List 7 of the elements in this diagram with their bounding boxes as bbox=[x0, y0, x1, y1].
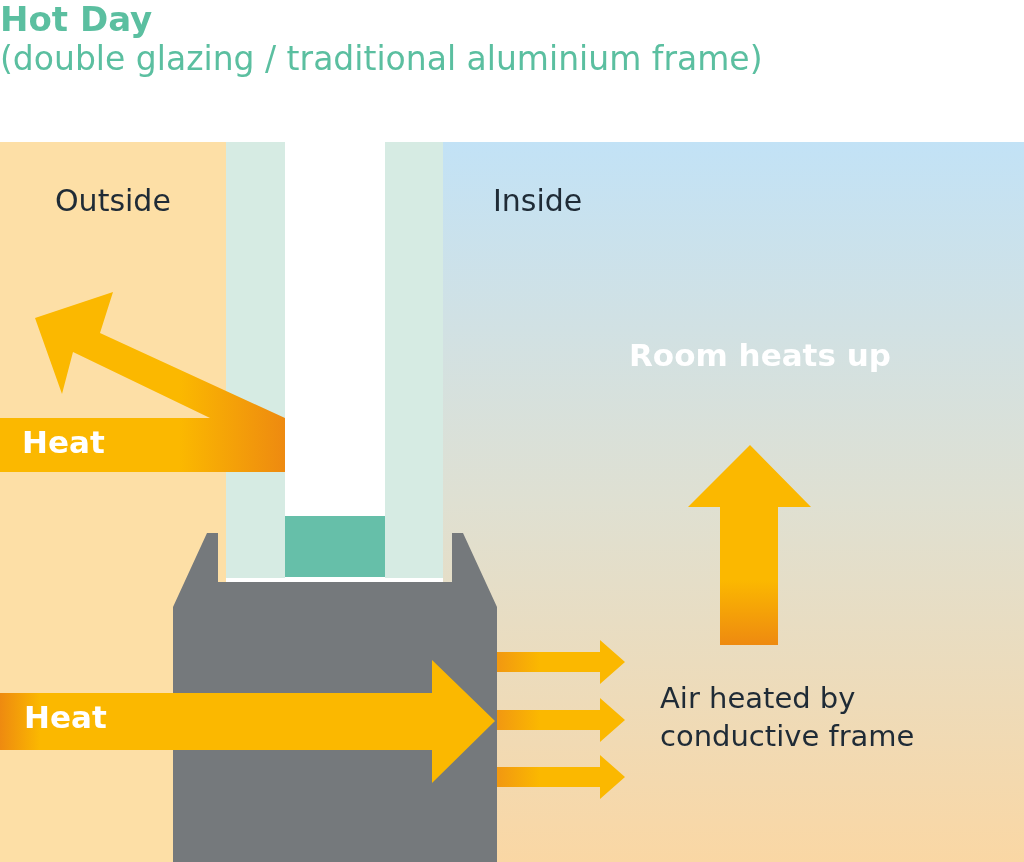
region-label: Inside bbox=[493, 184, 583, 219]
subtitle: (double glazing / traditional aluminium frame) bbox=[0, 40, 763, 78]
region-label: Air heated by conductive frame bbox=[660, 680, 916, 755]
arrow-label: Heat bbox=[24, 700, 107, 736]
arrow-label: Heat bbox=[22, 425, 105, 461]
title: Hot Day bbox=[0, 0, 153, 40]
region-label: Outside bbox=[55, 184, 171, 219]
